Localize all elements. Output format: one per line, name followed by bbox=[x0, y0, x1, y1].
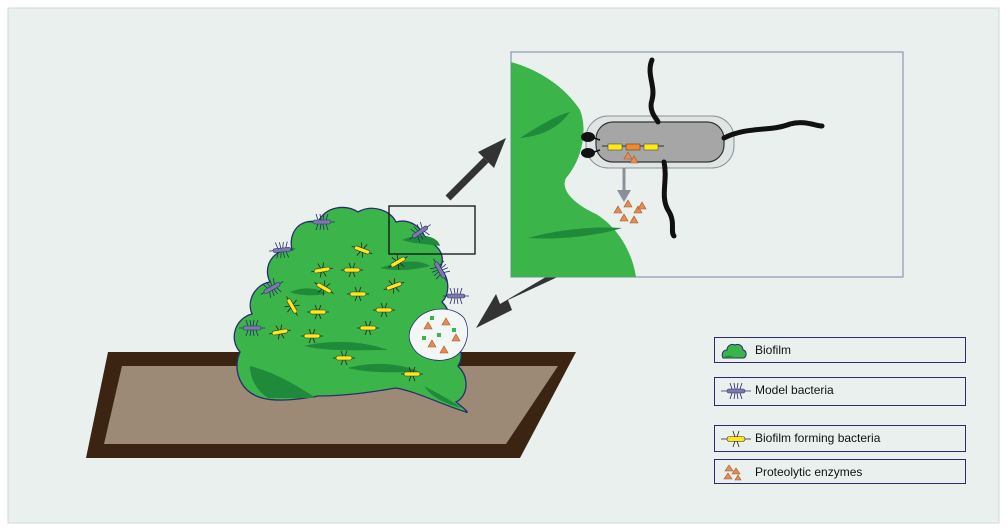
zoom-inset bbox=[511, 52, 903, 277]
legend-label: Biofilm forming bacteria bbox=[755, 431, 880, 445]
legend-item-biofilm: Biofilm bbox=[714, 337, 966, 363]
legend-item-model-bacteria: Model bacteria bbox=[714, 377, 966, 406]
legend-label: Biofilm bbox=[755, 343, 791, 357]
legend-item-biofilm-forming-bacteria: Biofilm forming bacteria bbox=[714, 425, 966, 452]
legend-label: Model bacteria bbox=[755, 383, 834, 397]
legend-item-proteolytic-enzymes: Proteolytic enzymes bbox=[714, 459, 966, 484]
legend-label: Proteolytic enzymes bbox=[755, 465, 862, 479]
